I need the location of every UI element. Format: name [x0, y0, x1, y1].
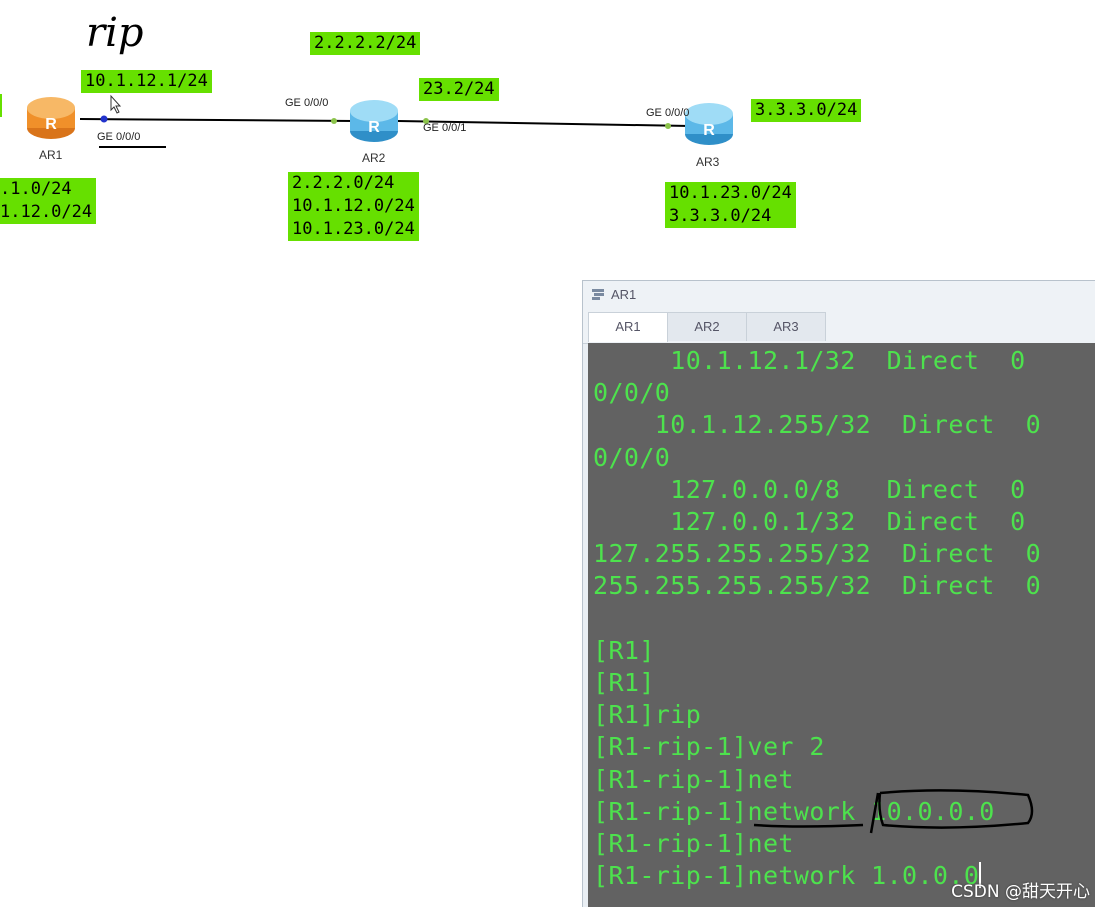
csdn-watermark: CSDN @甜天开心 [951, 882, 1090, 902]
window-titlebar[interactable]: AR1 [583, 281, 1095, 309]
ar2-right-ip-label: 23.2/24 [419, 78, 499, 101]
svg-text:R: R [703, 122, 715, 139]
ar3-loopback-label: 3.3.3.0/24 [751, 99, 862, 122]
terminal-cursor [979, 862, 982, 889]
router-ar2-name: AR2 [362, 151, 386, 165]
terminal-line: [R1-rip-1]net [593, 829, 794, 859]
annotation-box-10-0-0-0 [869, 789, 1034, 834]
terminal-output[interactable]: 10.1.12.1/32 Direct 0 0/0/0 10.1.12.255/… [588, 343, 1095, 907]
port-label-ar2-ge000: GE 0/0/0 [285, 97, 329, 109]
port-label-ar1-ge000: GE 0/0/0 [97, 131, 141, 143]
router-ar2-icon[interactable]: R [348, 97, 400, 145]
terminal-line: 0/0/0 [593, 378, 671, 408]
handwritten-rip-note: rip [86, 10, 144, 56]
link-ar1-ar2 [79, 118, 356, 122]
terminal-window[interactable]: AR1 AR1 AR2 AR3 10.1.12.1/32 Direct 0 0/… [582, 280, 1095, 907]
ar2-networks-label: 2.2.2.0/24 10.1.12.0/24 10.1.23.0/24 [288, 172, 419, 241]
tab-ar2[interactable]: AR2 [667, 312, 747, 341]
window-title: AR1 [611, 287, 637, 302]
tab-ar3[interactable]: AR3 [746, 312, 826, 341]
ar1-left-partial-label [0, 94, 2, 117]
ar1-networks-label: .1.0/24 1.12.0/24 [0, 178, 97, 224]
terminal-line: [R1]rip [593, 700, 702, 730]
handwritten-annotations [753, 789, 1034, 834]
router-ar1-name: AR1 [39, 148, 63, 162]
terminal-line: 255.255.255.255/32 Direct 0 [593, 571, 1042, 601]
ar1-ip-label: 10.1.12.1/24 [81, 70, 212, 93]
terminal-line: [R1-rip-1]network 1.0.0.0 [593, 861, 982, 891]
topology-links [79, 94, 691, 148]
annotation-underline-network [753, 823, 864, 828]
port-dot-ar2-ge001 [423, 118, 429, 124]
terminal-line: [R1-rip-1]ver 2 [593, 732, 825, 762]
ar2-loopback-label: 2.2.2.2/24 [310, 32, 421, 55]
terminal-line: 127.255.255.255/32 Direct 0 [593, 539, 1042, 569]
port-dot-ar3 [665, 123, 671, 129]
svg-text:R: R [368, 119, 380, 136]
tab-ar1[interactable]: AR1 [588, 312, 668, 342]
ar3-networks-label: 10.1.23.0/24 3.3.3.0/24 [665, 182, 796, 228]
terminal-app-icon [591, 287, 605, 301]
terminal-line: 10.1.12.1/32 Direct 0 [593, 346, 1026, 375]
mouse-cursor-icon [110, 94, 122, 114]
port-label-ar2-ge001: GE 0/0/1 [423, 122, 467, 134]
terminal-line: [R1] [593, 635, 655, 665]
terminal-line: [R1-rip-1]network 10.0.0.0 [593, 796, 995, 826]
terminal-line: [R1-rip-1]net [593, 764, 794, 794]
router-ar3-name: AR3 [696, 155, 720, 169]
svg-text:R: R [45, 116, 57, 133]
terminal-line: 10.1.12.255/32 Direct 0 [593, 410, 1042, 440]
terminal-line: [R1] [593, 668, 655, 698]
terminal-line: 0/0/0 [593, 442, 671, 472]
terminal-lines: 10.1.12.1/32 Direct 0 0/0/0 10.1.12.255/… [593, 345, 1041, 892]
router-ar3-icon[interactable]: R [683, 100, 735, 148]
port-dot-ar2-ge000 [331, 118, 337, 124]
terminal-line: 127.0.0.0/8 Direct 0 [593, 474, 1026, 504]
tab-bar: AR1 AR2 AR3 [583, 309, 1095, 344]
router-ar1-icon[interactable]: R [25, 94, 77, 142]
link-ar2-ar3 [397, 120, 691, 127]
port-dot-ar1 [100, 115, 108, 123]
port-label-ar3-ge000: GE 0/0/0 [646, 107, 690, 119]
terminal-line: 127.0.0.1/32 Direct 0 [593, 507, 1026, 537]
